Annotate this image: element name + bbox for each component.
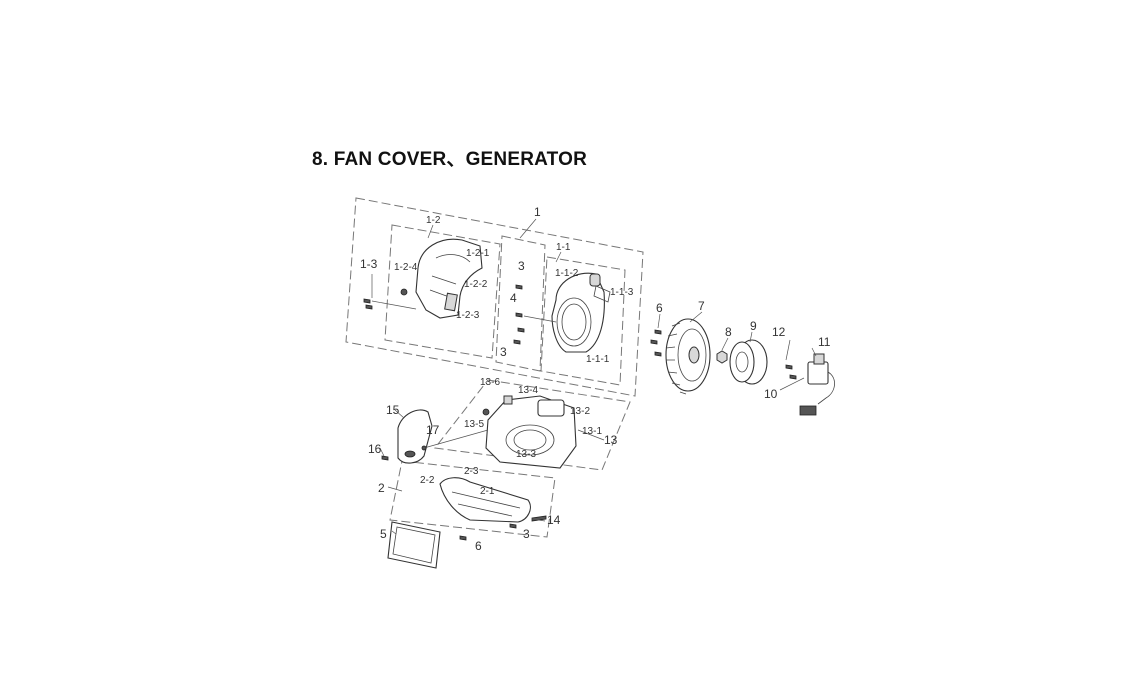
part-13-lower-housing	[482, 395, 577, 469]
assembly-1-x-outline	[495, 235, 546, 372]
label-17: 17	[426, 423, 440, 437]
label-5: 5	[380, 527, 387, 541]
label-6a: 6	[656, 301, 663, 315]
part-2-base-plate	[439, 477, 547, 541]
label-1-2-2: 1-2-2	[464, 279, 488, 290]
assembly-1-1-outline	[540, 256, 626, 386]
label-1-2-4: 1-2-4	[394, 262, 418, 273]
label-9: 9	[750, 319, 757, 333]
label-7: 7	[698, 299, 705, 313]
label-13-4: 13-4	[518, 385, 538, 396]
callout-labels: 1 1-2 1-2-1 1-2-4 1-2-2 1-2-3 1-3 1-1 1-…	[360, 205, 831, 553]
part-1-1-fan-cover	[551, 272, 611, 353]
label-1-2: 1-2	[426, 215, 441, 226]
assembly-1-outline	[345, 197, 644, 397]
part-17-bolt	[421, 429, 489, 451]
label-6b: 6	[475, 539, 482, 553]
part-7-flywheel	[665, 318, 711, 395]
label-1: 1	[534, 205, 541, 219]
screws-3-4	[513, 284, 557, 345]
label-14: 14	[547, 513, 561, 527]
label-13-5: 13-5	[464, 419, 484, 430]
assembly-13-outline	[434, 379, 631, 471]
part-5-gasket	[387, 521, 441, 569]
label-1-1-3: 1-1-3	[610, 287, 634, 298]
label-3c: 3	[523, 527, 530, 541]
label-1-3: 1-3	[360, 257, 378, 271]
label-2-1: 2-1	[480, 486, 495, 497]
assembly-2-outline	[389, 460, 556, 538]
label-1-1: 1-1	[556, 242, 571, 253]
label-8: 8	[725, 325, 732, 339]
label-1-1-1: 1-1-1	[586, 354, 610, 365]
label-16: 16	[368, 442, 382, 456]
screws-1-3	[363, 298, 417, 310]
label-13-1: 13-1	[582, 426, 602, 437]
part-11-ignition-module	[785, 353, 835, 416]
part-9-pulley	[729, 339, 768, 385]
part-16-screw	[381, 455, 389, 461]
label-2-2: 2-2	[420, 475, 435, 486]
label-1-1-2: 1-1-2	[555, 268, 579, 279]
label-13-2: 13-2	[570, 406, 590, 417]
label-13-6: 13-6	[480, 377, 500, 388]
label-12: 12	[772, 325, 786, 339]
label-1-2-1: 1-2-1	[466, 248, 490, 259]
label-3a: 3	[518, 259, 525, 273]
label-13-3: 13-3	[516, 449, 536, 460]
label-11: 11	[818, 335, 831, 349]
label-2-3: 2-3	[464, 466, 479, 477]
callout-leaders	[371, 218, 817, 535]
label-15: 15	[386, 403, 400, 417]
part-8-nut	[716, 350, 728, 364]
label-2: 2	[378, 481, 385, 495]
screws-6	[650, 329, 662, 357]
label-10: 10	[764, 387, 778, 401]
label-13: 13	[604, 433, 618, 447]
label-4: 4	[510, 291, 517, 305]
label-3b: 3	[500, 345, 507, 359]
part-1-2-upper-shroud	[400, 238, 483, 319]
assembly-1-2-outline	[384, 224, 501, 359]
diagram-title: 8. FAN COVER、GENERATOR	[312, 149, 588, 170]
label-1-2-3: 1-2-3	[456, 310, 480, 321]
